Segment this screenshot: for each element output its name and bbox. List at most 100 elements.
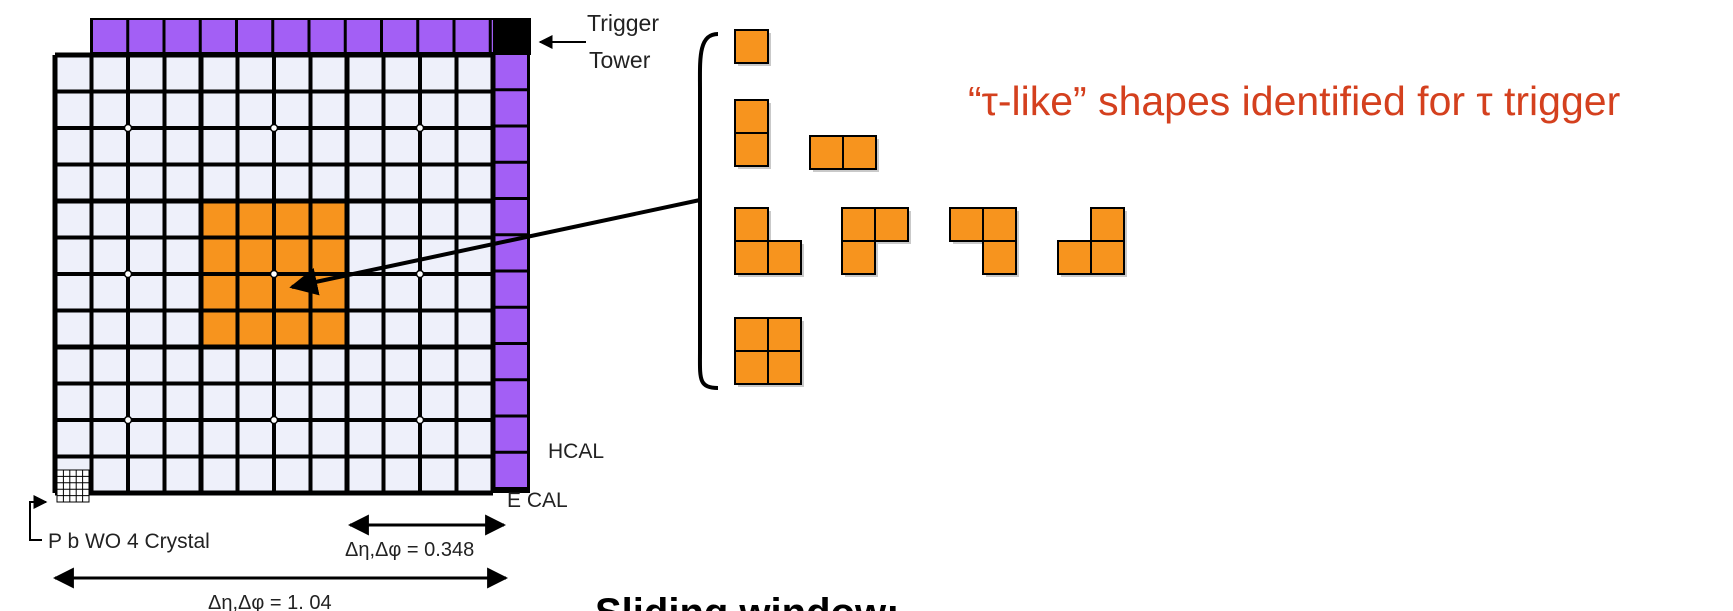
ecal-cell: [276, 57, 309, 90]
crystal-label: P b WO 4 Crystal: [48, 530, 210, 553]
ecal-cell: [385, 130, 418, 163]
ecal-cell: [93, 57, 126, 90]
ecal-cell: [166, 312, 199, 345]
ecal-cell: [349, 57, 382, 90]
ecal-cell: [203, 57, 236, 90]
shape-cell: [874, 207, 909, 242]
ecal-cell: [57, 93, 90, 126]
ecal-cell: [422, 422, 455, 455]
large-span-label: Δη,Δφ = 1. 04: [208, 592, 332, 611]
highlighted-cell: [312, 239, 345, 272]
shape-cell: [842, 135, 877, 170]
ecal-cell: [93, 130, 126, 163]
shape-cell: [809, 135, 844, 170]
ecal-cell: [276, 385, 309, 418]
ecal-cell: [239, 349, 272, 382]
hcal-right-cell: [495, 417, 527, 451]
ecal-cell: [166, 458, 199, 491]
ecal-cell: [385, 312, 418, 345]
ecal-cell: [458, 57, 491, 90]
ecal-cell: [166, 349, 199, 382]
ecal-cell: [422, 458, 455, 491]
highlighted-cell: [276, 239, 309, 272]
highlighted-cell: [239, 276, 272, 309]
ecal-cell: [57, 57, 90, 90]
hcal-top-cell: [419, 20, 453, 52]
ecal-cell: [458, 166, 491, 199]
ecal-cell: [239, 458, 272, 491]
ecal-cell: [166, 239, 199, 272]
ecal-cell: [312, 458, 345, 491]
ecal-cell: [458, 276, 491, 309]
highlighted-cell: [239, 203, 272, 236]
highlighted-cell: [276, 276, 309, 309]
shape-cell: [982, 207, 1017, 242]
ecal-cell: [458, 130, 491, 163]
ecal-cell: [57, 312, 90, 345]
ecal-cell: [130, 203, 163, 236]
tower-center-dot: [415, 123, 425, 133]
ecal-cell: [458, 312, 491, 345]
ecal-cell: [93, 166, 126, 199]
ecal-cell: [349, 130, 382, 163]
hcal-right-cell: [495, 127, 527, 161]
tower-center-dot: [415, 415, 425, 425]
ecal-cell: [239, 166, 272, 199]
ecal-cell: [239, 385, 272, 418]
highlighted-cell: [276, 312, 309, 345]
tower-center-dot: [269, 123, 279, 133]
shape-cell: [767, 350, 802, 385]
shape-cell: [982, 240, 1017, 275]
highlighted-cell: [312, 312, 345, 345]
tau-shape-l-shape-b: [841, 207, 911, 277]
ecal-cell: [57, 239, 90, 272]
tower-center-dot: [123, 269, 133, 279]
shape-cell: [1057, 240, 1092, 275]
ecal-grid: [52, 52, 496, 496]
ecal-cell: [422, 385, 455, 418]
shape-cell: [841, 240, 876, 275]
ecal-cell: [458, 458, 491, 491]
tau-shape-l-shape-a: [734, 207, 804, 277]
ecal-cell: [422, 276, 455, 309]
ecal-cell: [458, 203, 491, 236]
highlighted-cell: [276, 203, 309, 236]
ecal-cell: [239, 57, 272, 90]
highlighted-cell: [203, 312, 236, 345]
shape-bracket: [697, 32, 719, 390]
ecal-cell: [276, 458, 309, 491]
hcal-top-cell: [129, 20, 163, 52]
ecal-cell: [385, 276, 418, 309]
ecal-cell: [349, 166, 382, 199]
ecal-cell: [130, 385, 163, 418]
ecal-cell: [93, 93, 126, 126]
ecal-cell: [93, 385, 126, 418]
ecal-cell: [349, 312, 382, 345]
ecal-cell: [349, 203, 382, 236]
highlighted-cell: [312, 203, 345, 236]
ecal-cell: [349, 422, 382, 455]
shape-cell: [734, 207, 769, 242]
ecal-cell: [93, 422, 126, 455]
tower-center-dot: [123, 123, 133, 133]
trigger-label: Trigger: [587, 10, 659, 36]
ecal-cell: [203, 349, 236, 382]
ecal-cell: [312, 385, 345, 418]
ecal-cell: [203, 93, 236, 126]
ecal-cell: [57, 349, 90, 382]
ecal-label: E CAL: [507, 489, 568, 512]
hcal-right-cell: [495, 345, 527, 379]
ecal-cell: [166, 130, 199, 163]
ecal-cell: [276, 166, 309, 199]
hcal-label: HCAL: [548, 440, 604, 463]
ecal-cell: [203, 422, 236, 455]
hcal-top-cell: [93, 20, 127, 52]
shape-cell: [949, 207, 984, 242]
hcal-top-cell: [310, 20, 344, 52]
highlighted-cell: [203, 276, 236, 309]
shape-cell: [841, 207, 876, 242]
ecal-cell: [130, 93, 163, 126]
ecal-cell: [422, 166, 455, 199]
hcal-top-cell: [346, 20, 380, 52]
